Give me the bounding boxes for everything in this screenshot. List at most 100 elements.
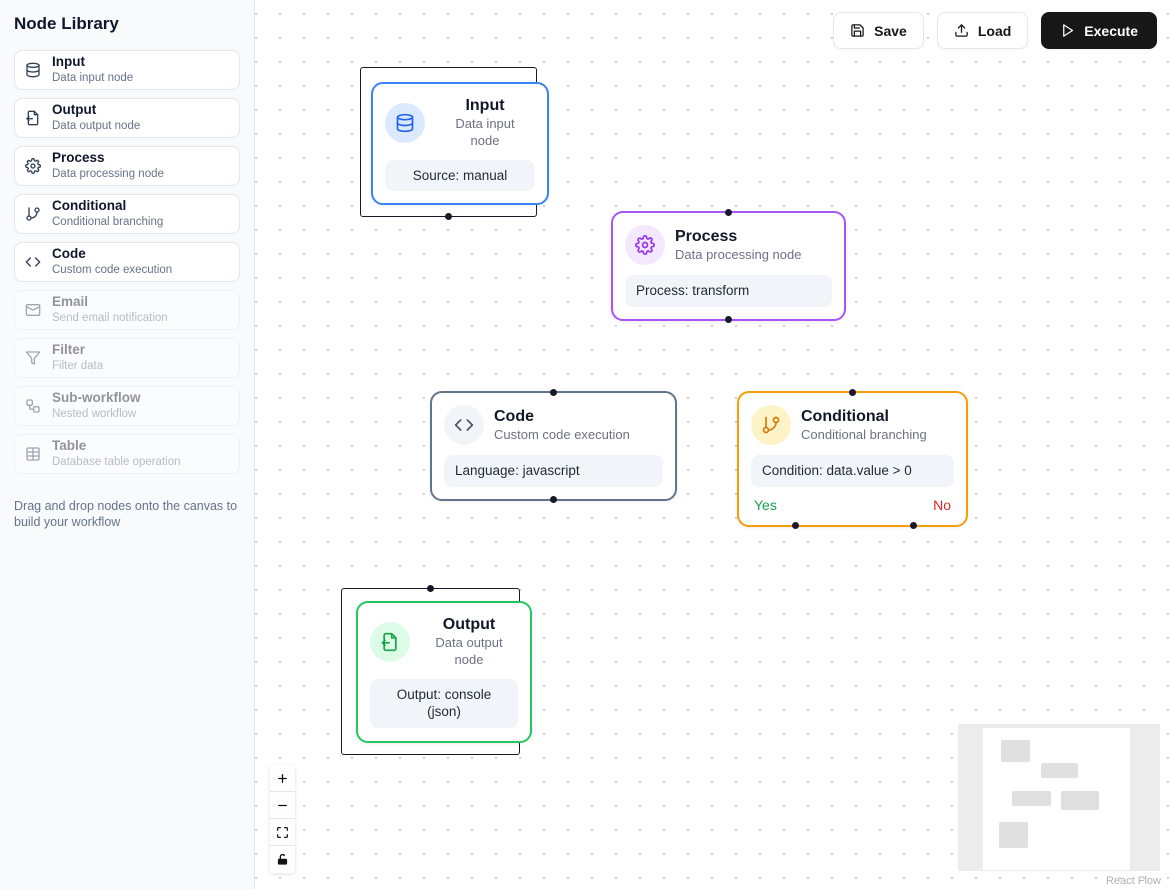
file-output-icon: [25, 110, 41, 126]
sidebar-item-conditional[interactable]: Conditional Conditional branching: [14, 194, 240, 234]
play-icon: [1060, 23, 1075, 38]
no-branch-label: No: [933, 497, 951, 513]
fit-view-icon: [276, 826, 289, 839]
lock-toggle-button[interactable]: [270, 846, 295, 873]
item-desc: Conditional branching: [52, 215, 163, 229]
zoom-in-icon: [276, 772, 289, 785]
git-branch-icon: [751, 405, 791, 445]
sidebar-item-filter: Filter Filter data: [14, 338, 240, 378]
source-handle[interactable]: [550, 496, 557, 503]
node-detail: Source: manual: [385, 160, 535, 192]
gear-icon: [625, 225, 665, 265]
yes-branch-label: Yes: [754, 497, 777, 513]
sidebar-item-email: Email Send email notification: [14, 290, 240, 330]
node-library-sidebar: Node Library Input Data input node Outpu…: [0, 0, 255, 889]
node-title: Process: [675, 227, 801, 247]
minimap[interactable]: [958, 724, 1160, 871]
node-detail: Output: console (json): [370, 679, 518, 728]
workflow-icon: [25, 398, 41, 414]
node-code[interactable]: Code Custom code execution Language: jav…: [430, 391, 677, 501]
minimap-node-conditional: [1061, 791, 1099, 810]
load-button[interactable]: Load: [937, 12, 1028, 49]
item-desc: Send email notification: [52, 311, 168, 325]
code-icon: [444, 405, 484, 445]
node-subtitle: Conditional branching: [801, 427, 927, 444]
sidebar-item-output[interactable]: Output Data output node: [14, 98, 240, 138]
database-icon: [25, 62, 41, 78]
item-desc: Nested workflow: [52, 407, 141, 421]
yes-source-handle[interactable]: [792, 522, 799, 529]
node-subtitle: Data output node: [426, 635, 512, 669]
file-output-icon: [370, 622, 410, 662]
node-input[interactable]: Input Data input node Source: manual: [371, 82, 549, 205]
table-icon: [25, 446, 41, 462]
item-label: Output: [52, 102, 140, 119]
target-handle[interactable]: [725, 209, 732, 216]
node-subtitle: Data processing node: [675, 247, 801, 264]
sidebar-hint: Drag and drop nodes onto the canvas to b…: [14, 498, 240, 531]
sidebar-item-table: Table Database table operation: [14, 434, 240, 474]
zoom-out-icon: [276, 799, 289, 812]
save-label: Save: [874, 23, 907, 39]
execute-button[interactable]: Execute: [1041, 12, 1157, 49]
sidebar-item-code[interactable]: Code Custom code execution: [14, 242, 240, 282]
node-output[interactable]: Output Data output node Output: console …: [356, 601, 532, 743]
database-icon: [385, 103, 425, 143]
item-label: Input: [52, 54, 133, 71]
node-subtitle: Data input node: [442, 116, 528, 150]
load-label: Load: [978, 23, 1011, 39]
react-flow-attribution: React Flow: [1106, 875, 1161, 887]
item-desc: Data input node: [52, 71, 133, 85]
target-handle[interactable]: [427, 585, 434, 592]
item-desc: Filter data: [52, 359, 103, 373]
execute-label: Execute: [1084, 23, 1138, 39]
node-detail: Language: javascript: [444, 455, 663, 487]
minimap-node-process: [1041, 763, 1078, 778]
item-desc: Data output node: [52, 119, 140, 133]
top-toolbar: Save Load Execute: [833, 12, 1157, 49]
zoom-in-button[interactable]: [270, 765, 295, 792]
source-handle[interactable]: [725, 316, 732, 323]
canvas-controls: [270, 765, 295, 873]
minimap-node-input: [1001, 740, 1030, 762]
item-label: Process: [52, 150, 164, 167]
node-subtitle: Custom code execution: [494, 427, 630, 444]
node-title: Output: [420, 615, 518, 635]
sidebar-item-process[interactable]: Process Data processing node: [14, 146, 240, 186]
unlock-icon: [276, 853, 289, 866]
item-label: Code: [52, 246, 172, 263]
fit-view-button[interactable]: [270, 819, 295, 846]
item-label: Email: [52, 294, 168, 311]
mail-icon: [25, 302, 41, 318]
node-title: Input: [435, 96, 535, 116]
no-source-handle[interactable]: [910, 522, 917, 529]
upload-icon: [954, 23, 969, 38]
target-handle[interactable]: [849, 389, 856, 396]
target-handle[interactable]: [550, 389, 557, 396]
git-branch-icon: [25, 206, 41, 222]
node-title: Code: [494, 407, 630, 427]
sidebar-item-sub-workflow: Sub-workflow Nested workflow: [14, 386, 240, 426]
item-label: Table: [52, 438, 181, 455]
node-process[interactable]: Process Data processing node Process: tr…: [611, 211, 846, 321]
minimap-node-code: [1012, 791, 1051, 806]
node-conditional[interactable]: Conditional Conditional branching Condit…: [737, 391, 968, 527]
item-label: Conditional: [52, 198, 163, 215]
save-icon: [850, 23, 865, 38]
item-desc: Database table operation: [52, 455, 181, 469]
node-title: Conditional: [801, 407, 927, 427]
sidebar-item-input[interactable]: Input Data input node: [14, 50, 240, 90]
gear-icon: [25, 158, 41, 174]
item-label: Sub-workflow: [52, 390, 141, 407]
node-detail: Process: transform: [625, 275, 832, 307]
item-desc: Data processing node: [52, 167, 164, 181]
filter-icon: [25, 350, 41, 366]
node-detail: Condition: data.value > 0: [751, 455, 954, 487]
item-desc: Custom code execution: [52, 263, 172, 277]
source-handle[interactable]: [445, 213, 452, 220]
workflow-canvas[interactable]: Input Data input node Source: manual Pro…: [255, 0, 1171, 889]
zoom-out-button[interactable]: [270, 792, 295, 819]
sidebar-title: Node Library: [14, 14, 240, 34]
code-icon: [25, 254, 41, 270]
save-button[interactable]: Save: [833, 12, 924, 49]
